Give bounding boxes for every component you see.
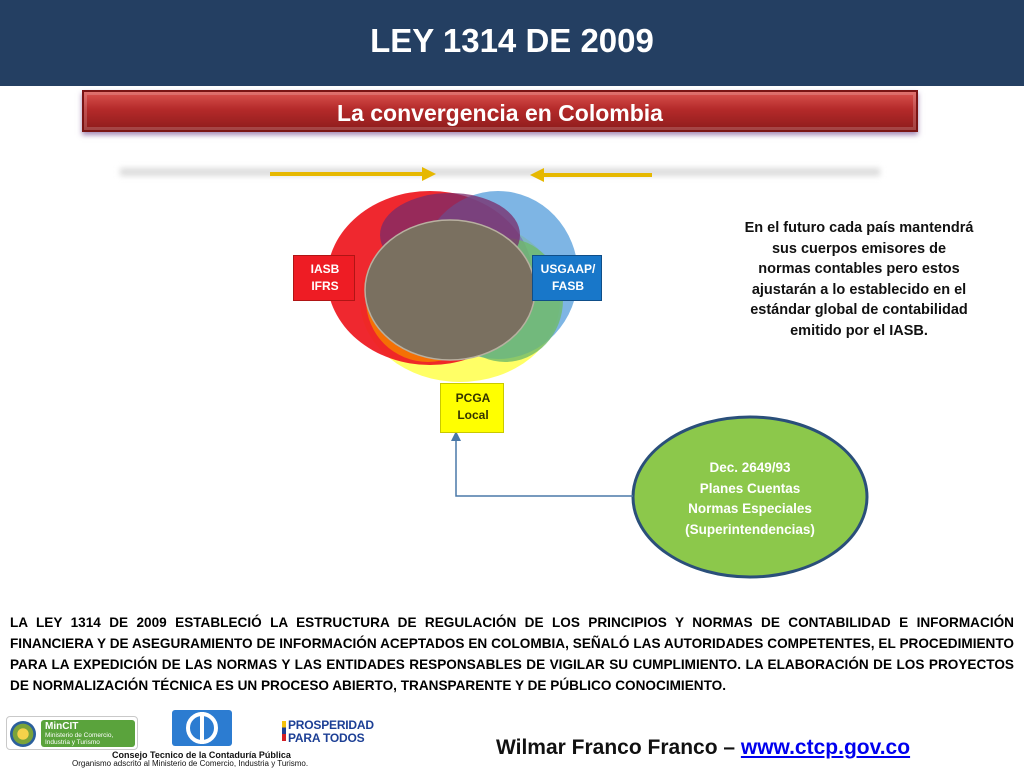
prosperidad-line1: PROSPERIDAD [288, 718, 374, 732]
ctcp-bar-icon [200, 712, 204, 744]
ctcp-logo [172, 710, 232, 746]
mincit-badge: MinCIT Ministerio de Comercio, Industria… [41, 720, 135, 747]
mincit-name: MinCIT [45, 721, 79, 732]
green-circle-text: Dec. 2649/93 Planes Cuentas Normas Espec… [685, 460, 815, 537]
website-link[interactable]: www.ctcp.gov.co [740, 736, 911, 759]
header-bar: LEY 1314 DE 2009 [0, 0, 1024, 86]
prosperidad-line2: PARA TODOS [288, 731, 365, 745]
footer: MinCIT Ministerio de Comercio, Industria… [0, 708, 1024, 768]
subtitle-text: La convergencia en Colombia [337, 100, 663, 126]
ctcp-caption: Consejo Tecnico de la Contaduría Pública [112, 750, 291, 760]
page-title: LEY 1314 DE 2009 [370, 22, 654, 59]
connector-line [455, 437, 633, 497]
mincit-logo: MinCIT Ministerio de Comercio, Industria… [6, 716, 138, 750]
author-name: Wilmar Franco Franco – [496, 736, 741, 759]
horizon-line [120, 168, 880, 176]
author-credit: Wilmar Franco Franco – www.ctcp.gov.co [496, 736, 910, 760]
pcga-local-label: PCGA Local [455, 391, 491, 422]
iasb-ifrs-label: IASB IFRS [310, 262, 340, 293]
law-description: LA LEY 1314 DE 2009 ESTABLECIÓ LA ESTRUC… [10, 615, 1014, 693]
coat-of-arms-icon [10, 721, 36, 747]
pcga-local-box: PCGA Local [440, 383, 504, 433]
left-arrow [530, 168, 652, 182]
usgaap-fasb-label: USGAAP/ FASB [540, 262, 596, 293]
connector-arrowhead [451, 431, 461, 441]
subtitle-banner: La convergencia en Colombia [82, 90, 918, 132]
prosperidad-logo: PROSPERIDAD PARA TODOS [282, 718, 392, 748]
flag-stripes-icon [282, 721, 286, 741]
ctcp-subcaption: Organismo adscrito al Ministerio de Come… [72, 759, 309, 768]
usgaap-fasb-box: USGAAP/ FASB [532, 255, 602, 301]
right-arrow [270, 167, 436, 181]
green-circle [631, 415, 869, 579]
central-overlap [364, 219, 536, 361]
convergence-diagram [120, 167, 880, 579]
future-note: En el futuro cada país mantendrá sus cue… [744, 220, 974, 339]
iasb-ifrs-box: IASB IFRS [293, 255, 355, 301]
mincit-subtitle: Ministerio de Comercio, Industria y Turi… [45, 732, 114, 746]
